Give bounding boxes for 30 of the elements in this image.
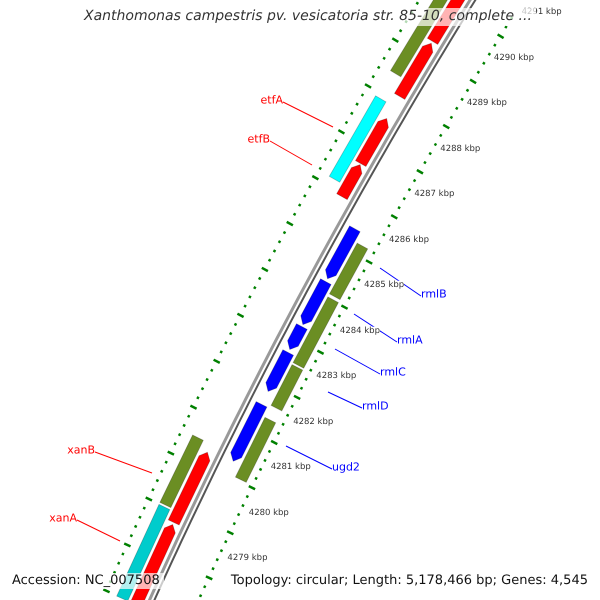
leader-line: [328, 392, 362, 408]
gene-label: xanB: [67, 444, 95, 456]
scale-label: 4282 kbp: [293, 417, 334, 426]
leader-line: [270, 140, 312, 166]
gene-label: rmlA: [397, 334, 423, 346]
gene-label: rmlC: [380, 366, 406, 378]
scale-label: 4281 kbp: [270, 462, 311, 472]
leader-line: [282, 102, 334, 128]
scale-label: 4288 kbp: [440, 144, 480, 153]
scale-label: 4283 kbp: [316, 372, 356, 380]
scale-label: 4280 kbp: [248, 508, 289, 517]
scale-label: 4287 kbp: [414, 190, 454, 198]
scale-label: 4286 kbp: [388, 235, 430, 244]
leader-line: [94, 452, 152, 474]
leader-line: [286, 446, 332, 470]
leader-line: [380, 268, 422, 296]
leader-line: [354, 314, 398, 342]
leader-line: [76, 520, 120, 542]
scale-label: 4285 kbp: [364, 280, 404, 290]
gene-label: ugd2: [332, 462, 360, 472]
scale-label: 4284 kbp: [340, 326, 380, 335]
scale-label: 4290 kbp: [494, 53, 534, 62]
gene-label: etfA: [260, 94, 283, 106]
gene-label: xanA: [49, 512, 77, 524]
scale-label: 4279 kbp: [227, 554, 268, 562]
gene-label: rmlB: [421, 288, 447, 300]
scale-label: 4289 kbp: [466, 98, 507, 108]
gene-label: rmlD: [362, 400, 389, 412]
gene-label: etfB: [248, 134, 270, 144]
leader-line: [334, 348, 380, 374]
